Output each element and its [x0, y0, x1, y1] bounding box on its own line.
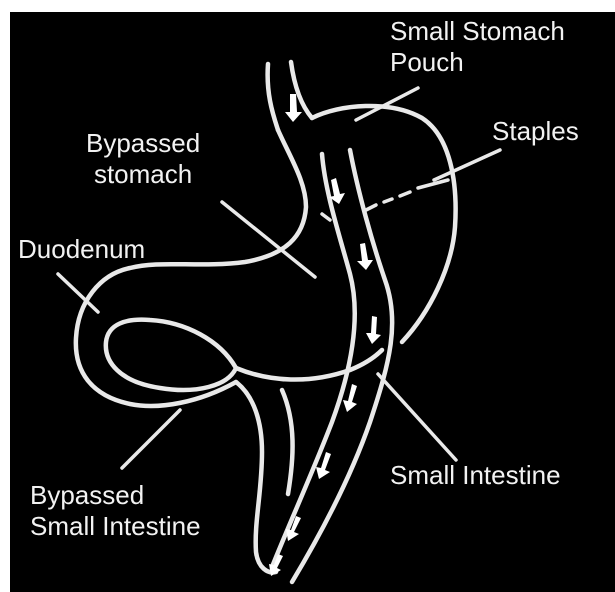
label-bypassed-stomach-line-2: stomach — [86, 159, 200, 190]
label-bypassed-stomach-line-1: Bypassed — [86, 128, 200, 159]
label-staples: Staples — [492, 116, 579, 147]
label-small-stomach-pouch-line-1: Small Stomach — [390, 16, 565, 47]
label-staples-line-1: Staples — [492, 116, 579, 147]
bypassed-intestine-inner — [236, 350, 382, 380]
label-bypassed-small-intestine-line-1: Bypassed — [30, 480, 201, 511]
label-bypassed-small-intestine-line-2: Small Intestine — [30, 511, 201, 542]
bypassed-intestine-outer — [236, 382, 276, 572]
flow-arrow-3 — [357, 243, 373, 270]
label-duodenum: Duodenum — [18, 234, 145, 265]
label-duodenum-line-1: Duodenum — [18, 234, 145, 265]
esophagus-left-wall — [268, 64, 278, 130]
pouch-outline — [312, 106, 456, 342]
leader-small-intestine — [378, 374, 456, 460]
flow-arrow-4 — [366, 316, 381, 344]
label-small-intestine-line-1: Small Intestine — [390, 460, 561, 491]
leader-bypassed-intestine — [122, 410, 180, 468]
leader-staples — [434, 150, 500, 180]
leader-bypassed-stomach — [222, 202, 315, 277]
bypassed-intestine-mid — [282, 390, 293, 494]
label-small-intestine: Small Intestine — [390, 460, 561, 491]
small-intestine-left-wall — [272, 154, 355, 567]
duodenum-inner-loop — [106, 320, 236, 390]
label-small-stomach-pouch-line-2: Pouch — [390, 47, 565, 78]
